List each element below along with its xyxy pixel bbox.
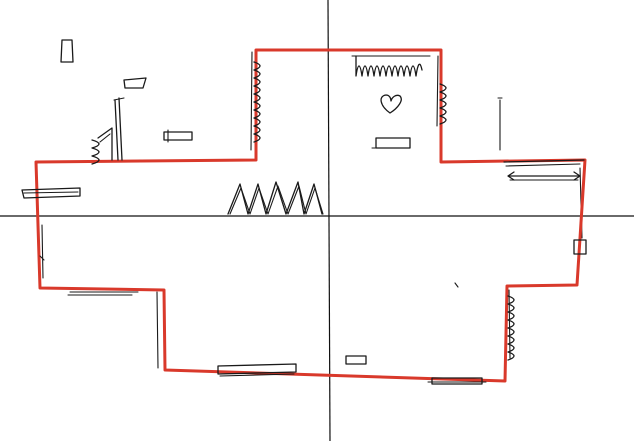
level-wall-outline xyxy=(34,48,587,383)
box-bottom-small xyxy=(345,355,367,365)
platform-right xyxy=(503,159,585,163)
spring-coil-left-wall xyxy=(253,61,261,143)
spring-coil-lower-right xyxy=(507,295,515,361)
post xyxy=(113,97,125,161)
platforms xyxy=(21,39,587,385)
vertical-axis xyxy=(327,0,331,441)
platform-mid-left xyxy=(163,131,193,141)
box-small-slanted xyxy=(123,77,147,89)
spring-coil-right-wall xyxy=(439,83,447,125)
platform-left-wall xyxy=(21,187,81,199)
box-right-wall xyxy=(573,239,587,255)
spring-coil-left-ledge xyxy=(91,127,113,165)
wall-sketch-underlines xyxy=(41,51,583,369)
spike-row xyxy=(227,181,324,215)
heart-icon xyxy=(380,94,402,114)
box-top-left xyxy=(60,39,74,63)
platform-near-heart xyxy=(375,137,411,149)
arrow-platform-right xyxy=(507,171,581,181)
spring-coil-top xyxy=(351,55,431,77)
platform-bottom-center xyxy=(217,363,297,375)
